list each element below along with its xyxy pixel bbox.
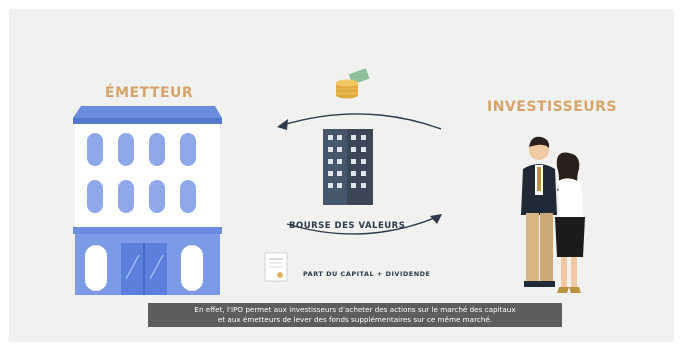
investors-couple-icon [521, 136, 585, 293]
certificate-icon [264, 252, 288, 282]
arrow-left-head [277, 119, 288, 130]
issuer-building-icon [73, 106, 222, 295]
coins-icon [336, 68, 370, 99]
flow-arrows [282, 113, 442, 235]
stock-exchange-building-icon [323, 129, 373, 205]
subtitle-line-1: En effet, l'IPO permet aux investisseurs… [194, 305, 516, 314]
flow-label: PART DU CAPITAL + DIVIDENDE [303, 270, 431, 278]
subtitle-box: En effet, l'IPO permet aux investisseurs… [148, 303, 562, 327]
investors-label: INVESTISSEURS [487, 99, 617, 115]
video-frame: ÉMETTEUR INVESTISSEURS BOURSE DES VALEUR… [9, 9, 674, 342]
subtitle-line-2: et aux émetteurs de lever des fonds supp… [217, 315, 493, 324]
exchange-label: BOURSE DES VALEURS [289, 221, 406, 231]
issuer-label: ÉMETTEUR [105, 85, 194, 101]
illustration [73, 68, 585, 295]
arrow-right-head [430, 214, 442, 224]
